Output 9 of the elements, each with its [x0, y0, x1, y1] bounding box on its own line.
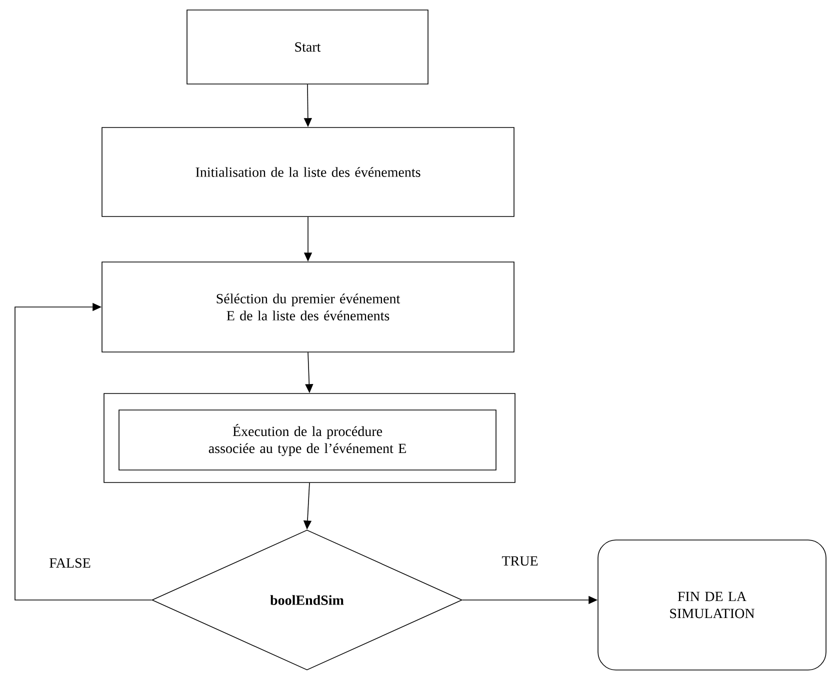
edge-label: FALSE [50, 558, 90, 568]
start-box: Start [186, 10, 428, 84]
subprocess-frame [104, 393, 516, 483]
edge-label: TRUE [502, 556, 538, 566]
process-box: Éxecution de la procédure associée au type de l’événement E [118, 410, 496, 470]
end-box: FIN DE LA SIMULATION [598, 540, 826, 670]
process-box: Initialisation de la liste des événements [102, 127, 514, 217]
arrow [14, 302, 152, 600]
process-box: Séléction du premier événement E de la liste des événements [102, 262, 514, 352]
